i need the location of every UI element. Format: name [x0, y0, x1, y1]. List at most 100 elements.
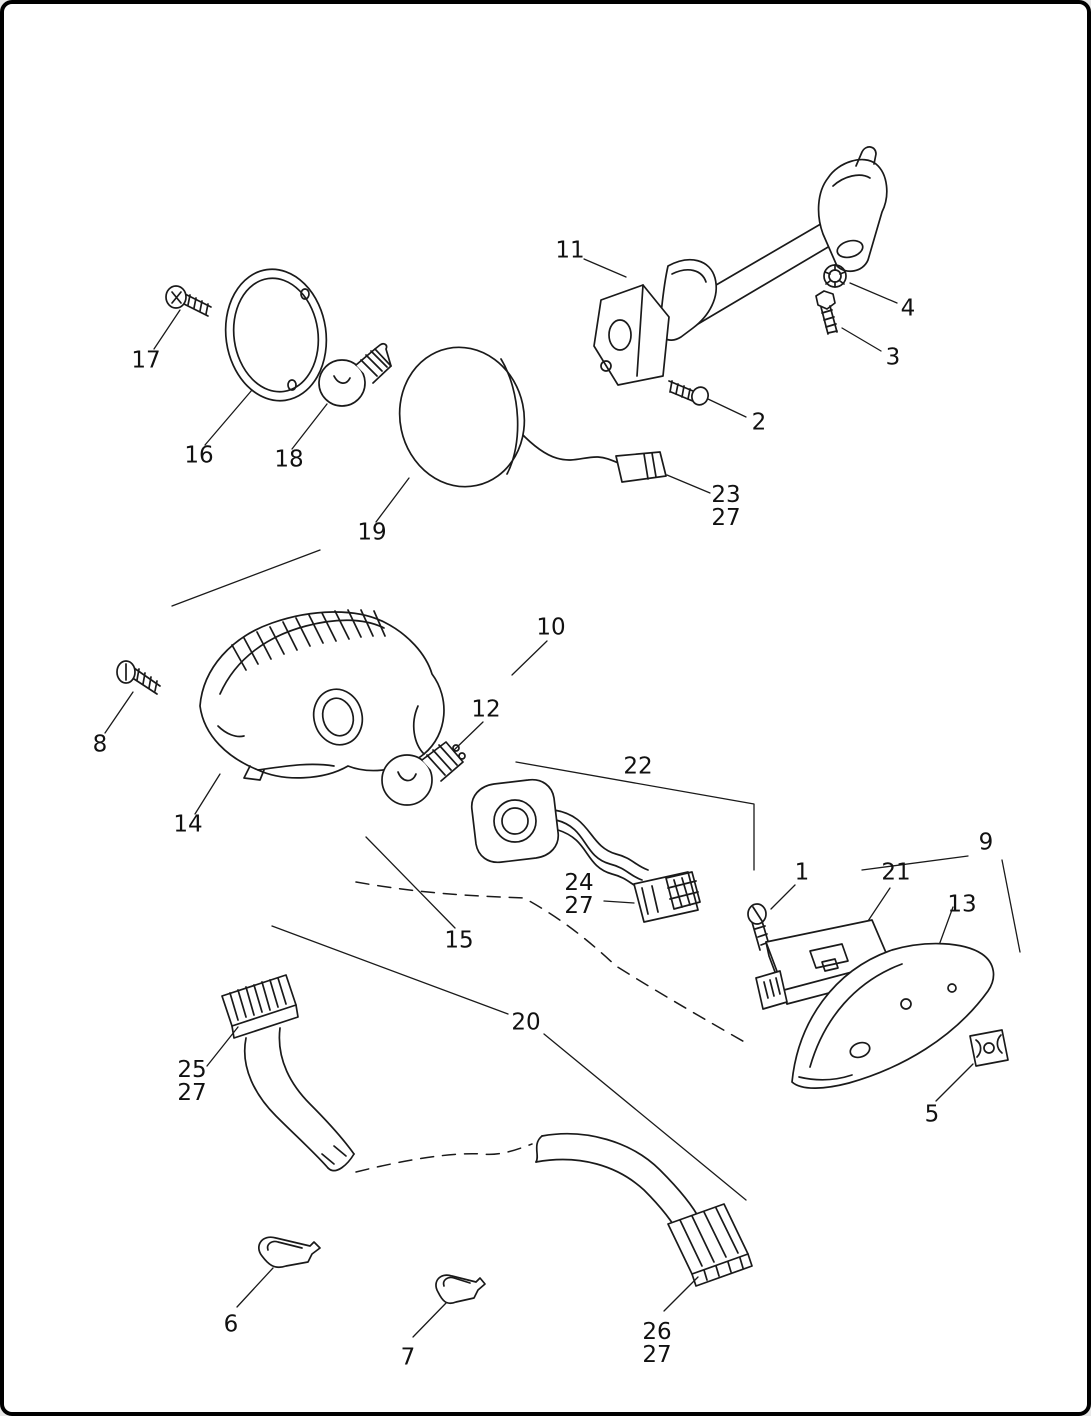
part-housing-14	[199, 609, 445, 781]
part-socket-22	[470, 778, 649, 891]
part-screw-8	[116, 660, 161, 695]
part-module-21	[755, 919, 895, 1010]
part-lens-19	[398, 346, 625, 488]
leader-6	[236, 1267, 274, 1308]
leader-1	[770, 884, 796, 910]
leader-13	[937, 906, 954, 949]
callout-4: 4	[900, 295, 916, 322]
part-connector-25	[221, 974, 299, 1039]
bracket-20a	[271, 925, 509, 1015]
part-hex-bolt-3	[815, 290, 838, 335]
bracket-22	[515, 761, 755, 871]
leader-4	[849, 282, 898, 304]
callout-9-text: 9	[978, 829, 994, 856]
part-bulb-12	[381, 741, 466, 806]
callout-21-text: 21	[881, 859, 911, 886]
part-lock-washer-4	[823, 264, 847, 288]
leader-5	[935, 1063, 974, 1102]
callout-18-text: 18	[274, 446, 304, 473]
callout-9: 9	[978, 829, 994, 856]
part-bulb-18	[318, 342, 392, 407]
callout-15: 15	[444, 927, 474, 954]
leader-16	[204, 389, 253, 446]
part-clip-6	[257, 1236, 321, 1269]
leader-23	[666, 474, 711, 494]
leader-18	[291, 403, 328, 450]
callout-5: 5	[924, 1101, 940, 1128]
callout-6-text: 6	[223, 1311, 239, 1338]
callout-1: 1	[794, 859, 810, 886]
callout-14: 14	[173, 811, 203, 838]
leader-15	[365, 836, 456, 929]
callout-3-text: 3	[885, 344, 901, 371]
leader-8	[104, 691, 134, 734]
exploded-parts-diagram	[104, 146, 1021, 1338]
callout-19: 19	[357, 519, 387, 546]
callout-10-text: 10	[536, 614, 566, 641]
callout-7: 7	[400, 1344, 416, 1371]
leader-26	[663, 1276, 699, 1312]
callout-16-text: 16	[184, 442, 214, 469]
callout-4-text: 4	[900, 295, 916, 322]
part-connector-24	[633, 871, 701, 923]
callout-14-text: 14	[173, 811, 203, 838]
callout-24-27-text: 27	[564, 893, 594, 919]
callout-6: 6	[223, 1311, 239, 1338]
part-trim-ring-16	[224, 268, 328, 402]
callout-1-text: 1	[794, 859, 810, 886]
leader-24	[603, 900, 635, 904]
callout-5-text: 5	[924, 1101, 940, 1128]
callout-18: 18	[274, 446, 304, 473]
callout-21: 21	[881, 859, 911, 886]
callout-19-text: 19	[357, 519, 387, 546]
leader-14	[194, 773, 221, 815]
cable-25	[243, 1027, 355, 1172]
callout-24-text: 24	[564, 870, 594, 896]
callout-17-text: 17	[131, 347, 161, 374]
callout-25-text: 25	[177, 1057, 207, 1083]
part-connector-26	[667, 1203, 753, 1287]
leader-12	[452, 721, 484, 752]
bracket-10	[171, 549, 321, 607]
leader-11	[583, 258, 627, 278]
callout-12-text: 12	[471, 696, 501, 723]
callout-17: 17	[131, 347, 161, 374]
callout-3: 3	[885, 344, 901, 371]
callout-13-text: 13	[947, 891, 977, 918]
part-speed-nut-5	[969, 1029, 1009, 1067]
leader-3	[841, 327, 882, 352]
part-screw-2	[668, 380, 709, 406]
leader-10	[511, 640, 548, 676]
bracket-20b	[543, 1033, 747, 1201]
callout-23-text: 23	[711, 482, 741, 508]
callout-25-27-text: 27	[177, 1080, 207, 1106]
part-screw-17	[165, 285, 212, 317]
bracket-9b	[1001, 859, 1021, 953]
harness-routing-dashed	[355, 881, 749, 1045]
callout-8: 8	[92, 731, 108, 758]
leader-7	[412, 1301, 448, 1338]
cable-routing-dashed	[355, 1143, 533, 1173]
callout-13: 13	[947, 891, 977, 918]
leader-2	[707, 398, 747, 418]
callout-11: 11	[555, 239, 584, 263]
leader-21	[865, 887, 891, 925]
callout-15-text: 15	[444, 927, 474, 954]
callout-2: 2	[752, 411, 767, 435]
callout-26-27-text: 27	[642, 1342, 672, 1368]
part-bracket-assembly-11	[593, 146, 888, 386]
callout-7-text: 7	[400, 1344, 416, 1371]
callout-8-text: 8	[92, 731, 108, 758]
part-housing-13	[791, 942, 995, 1089]
callout-10: 10	[536, 614, 566, 641]
bracket-9a	[861, 855, 969, 871]
callout-20-text: 20	[511, 1009, 541, 1036]
part-connector-23	[615, 451, 667, 483]
leader-lines	[104, 258, 1021, 1338]
callout-22: 22	[623, 755, 652, 779]
